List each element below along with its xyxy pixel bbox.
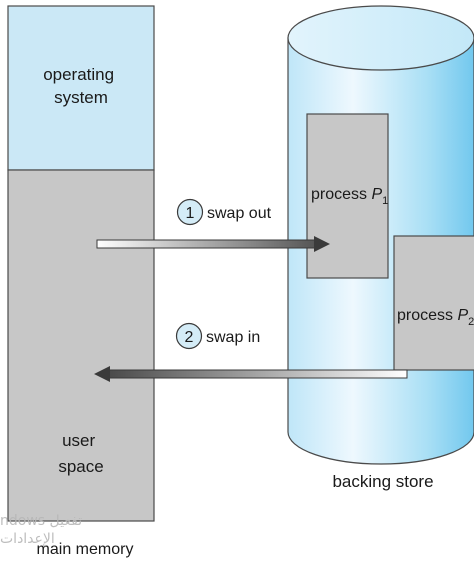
swap-out-label: swap out <box>207 205 272 222</box>
user-space-region <box>7 169 155 522</box>
main-memory: operating system user space main memory <box>7 5 155 558</box>
swap-out-arrow <box>96 236 330 252</box>
watermark-line-2: الإعدادات <box>0 531 55 547</box>
os-label: operating system <box>43 65 119 107</box>
process-p1-box <box>306 113 389 279</box>
swap-in-label: swap in <box>206 329 260 346</box>
cylinder-top <box>287 5 474 71</box>
step-1-circle <box>176 198 204 226</box>
swap-in-arrow <box>94 366 408 382</box>
swap-out-label-group: 1 swap out <box>176 198 272 226</box>
step-2-circle <box>175 322 203 350</box>
process-p1: process P1 <box>306 113 389 279</box>
process-p2-box <box>393 235 474 371</box>
os-region <box>7 5 155 171</box>
user-space-label: user space <box>58 431 103 476</box>
watermark-line-1: ndows تفعيل <box>0 513 83 529</box>
swap-in-label-group: 2 swap in <box>175 322 260 350</box>
main-memory-caption: main memory <box>37 541 134 558</box>
step-2-number: 2 <box>185 329 194 346</box>
process-p2: process P2 <box>393 235 474 371</box>
backing-store-caption: backing store <box>332 472 433 491</box>
step-1-number: 1 <box>186 205 195 222</box>
process-p2-label: process P2 <box>397 307 474 328</box>
process-p1-label: process P1 <box>311 186 388 207</box>
activation-watermark: ndows تفعيل الإعدادات <box>0 512 120 558</box>
